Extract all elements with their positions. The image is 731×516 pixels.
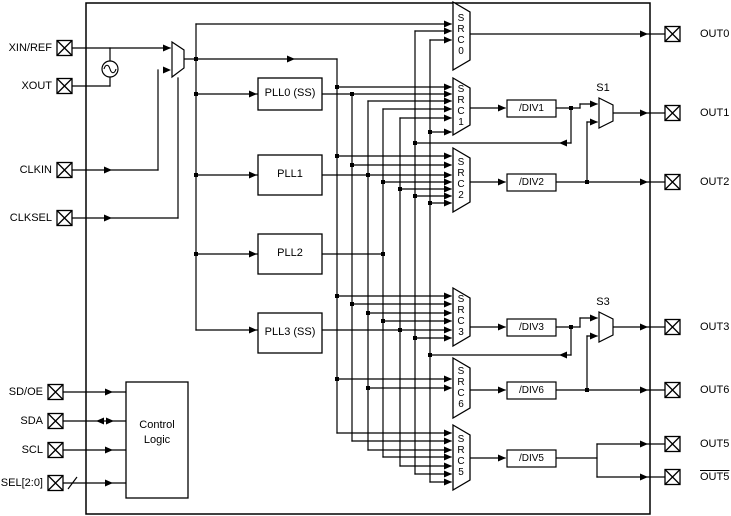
div2-label: /DIV2: [518, 177, 544, 188]
src6-mux: [452, 356, 471, 420]
pll3-block: [257, 312, 323, 354]
pll0-label: PLL0 (SS): [264, 87, 316, 99]
div2-block: [506, 173, 557, 192]
pad-out1-icon: [664, 104, 681, 122]
pad-out5b-icon: [664, 468, 681, 486]
div6-label: /DIV6: [518, 385, 544, 396]
pad-out6-icon: [664, 381, 681, 399]
pad-xout-icon: [56, 77, 73, 95]
pll0-block: [257, 77, 323, 111]
div5-block: [506, 449, 557, 468]
control-logic-block: [125, 381, 189, 499]
src0-mux: [452, 0, 471, 72]
pad-sda-icon: [47, 412, 64, 430]
pin-label-out5: OUT5: [700, 438, 730, 450]
div1-block: [506, 99, 557, 118]
pin-label-scl: SCL: [21, 444, 43, 456]
pin-label-xout: XOUT: [21, 80, 52, 92]
pin-pads-right: [664, 25, 681, 486]
pll3-label: PLL3 (SS): [264, 326, 316, 338]
pin-label-out2: OUT2: [700, 176, 730, 188]
pad-clkin-icon: [56, 161, 73, 179]
pll2-label: PLL2: [277, 247, 303, 259]
div6-block: [506, 381, 557, 400]
pin-label-sd-oe: SD/OE: [8, 386, 43, 398]
pad-out5-icon: [664, 435, 681, 453]
crystal-oscillator-icon: [101, 60, 119, 78]
input-ref-mux: [171, 40, 185, 79]
pin-label-out3: OUT3: [700, 321, 730, 333]
src3-mux: [452, 286, 471, 348]
div1-label: /DIV1: [518, 103, 544, 114]
pin-label-out1: OUT1: [700, 107, 730, 119]
src1-mux: [452, 76, 471, 137]
pin-label-clksel: CLKSEL: [9, 212, 52, 224]
pll1-label: PLL1: [277, 168, 303, 180]
control-logic-label: Control Logic: [139, 419, 175, 446]
pad-xin-ref-icon: [56, 39, 73, 57]
s3-label: S3: [596, 296, 610, 308]
pad-out2-icon: [664, 173, 681, 191]
pad-clksel-icon: [56, 209, 73, 227]
wires-horizontal: [62, 23, 666, 484]
pll2-block: [257, 233, 323, 275]
pin-label-out0: OUT0: [700, 28, 730, 40]
div3-block: [506, 318, 557, 337]
pad-scl-icon: [47, 441, 64, 459]
div5-label: /DIV5: [518, 453, 544, 464]
s1-mux: [598, 97, 614, 129]
pin-label-sda: SDA: [20, 415, 43, 427]
pad-sd-oe-icon: [47, 383, 64, 401]
pll1-block: [257, 154, 323, 196]
src2-mux: [452, 146, 471, 214]
pin-pads-left: [47, 39, 73, 492]
pin-label-out5-inverted: OUT5: [700, 471, 730, 483]
pad-out3-icon: [664, 318, 681, 336]
pin-label-clkin: CLKIN: [19, 164, 52, 176]
pad-sel-icon: [47, 474, 64, 492]
div3-label: /DIV3: [518, 322, 544, 333]
bus-width-slash: [67, 476, 78, 490]
pad-out0-icon: [664, 25, 681, 43]
pin-label-sel: SEL[2:0]: [0, 477, 43, 489]
pin-label-xin-ref: XIN/REF: [8, 42, 52, 54]
pin-label-out6: OUT6: [700, 384, 730, 396]
src5-mux: [452, 423, 471, 492]
s3-mux: [598, 311, 614, 343]
s1-label: S1: [596, 82, 610, 94]
chip-outline: [85, 2, 651, 515]
